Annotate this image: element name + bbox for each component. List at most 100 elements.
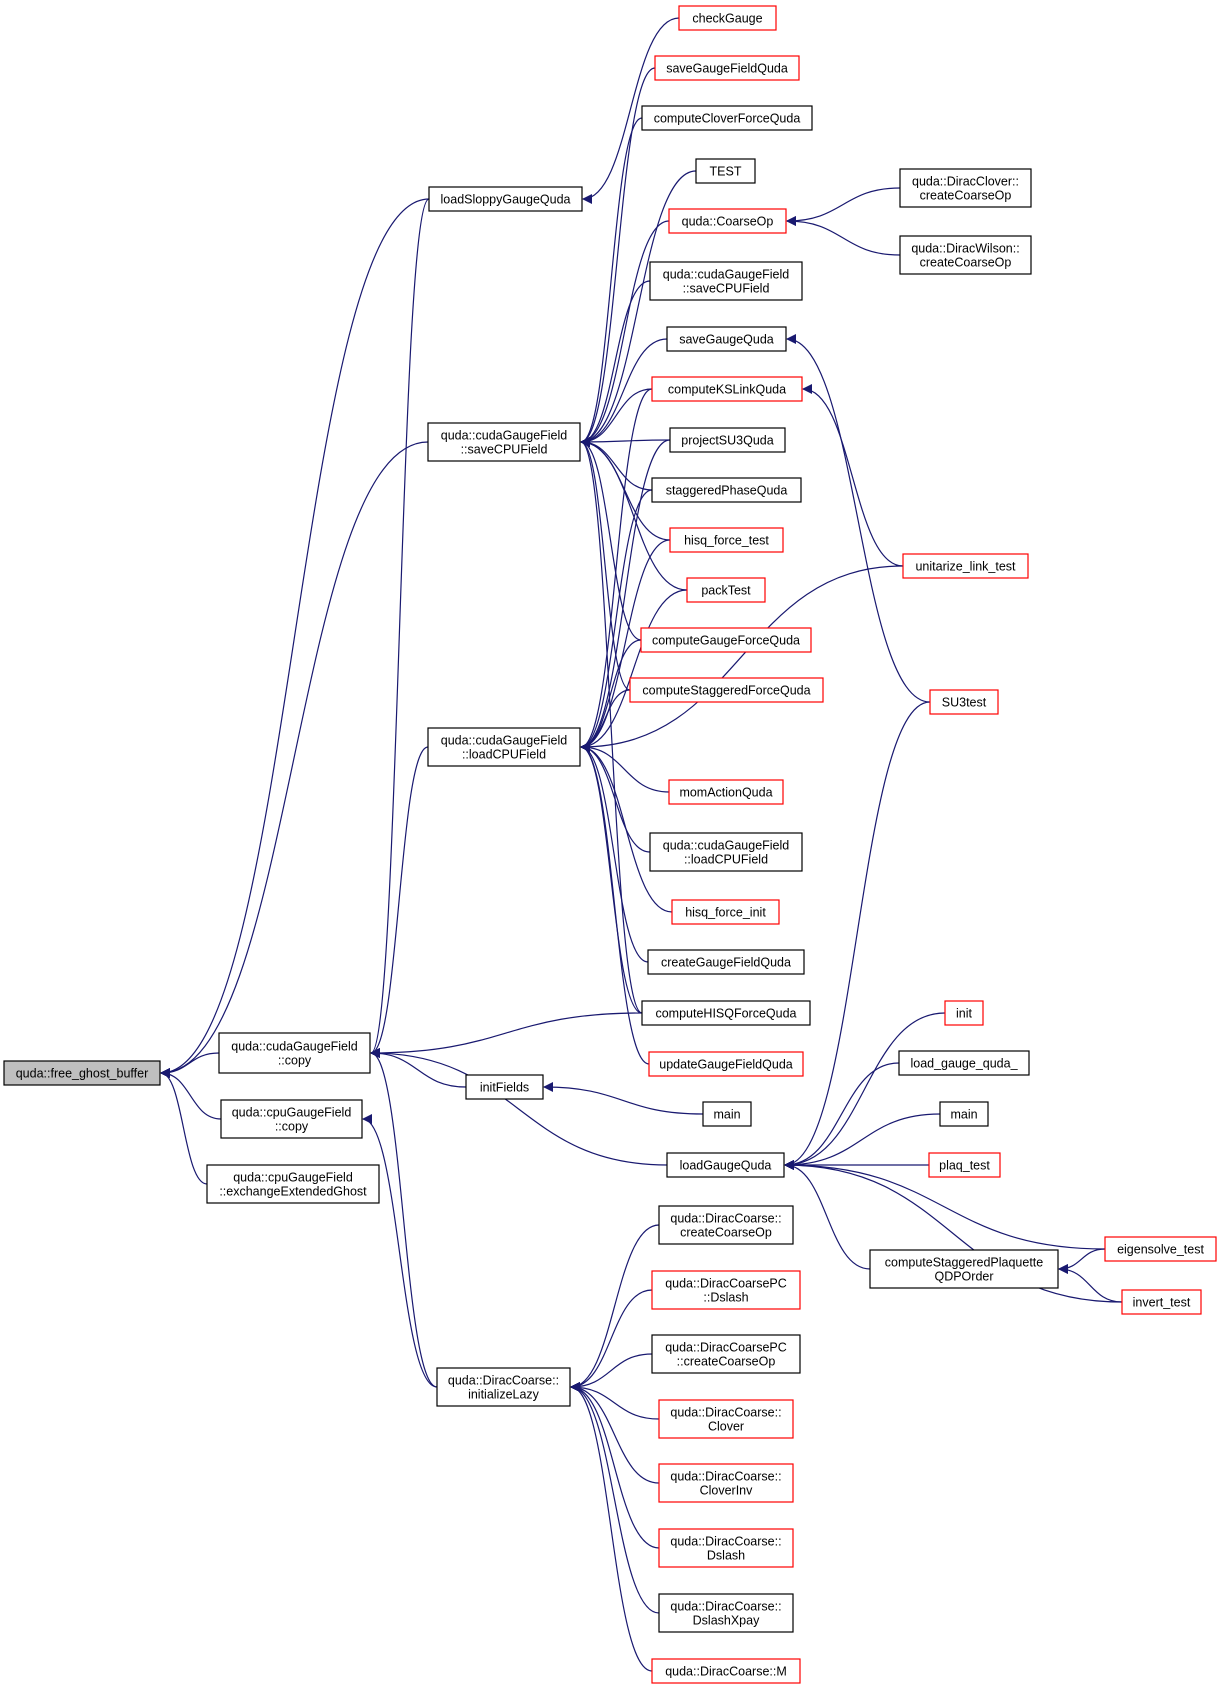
node-box [1104, 1236, 1217, 1262]
node-label: loadSloppyGaugeQuda [441, 193, 571, 207]
node-cuda-loadcpu2[interactable]: quda::cudaGaugeField::loadCPUField [649, 832, 803, 872]
node-savegaugefield[interactable]: saveGaugeFieldQuda [654, 55, 800, 81]
node-computehisq[interactable]: computeHISQForceQuda [641, 1000, 811, 1026]
node-box [649, 832, 803, 872]
node-dc-dslashxpay[interactable]: quda::DiracCoarse::DslashXpay [658, 1593, 794, 1633]
node-loadgaugequda-[interactable]: load_gauge_quda_ [898, 1050, 1030, 1076]
node-free-ghost-buffer[interactable]: quda::free_ghost_buffer [3, 1060, 161, 1086]
node-box [658, 1399, 794, 1439]
edge-init-to-loadGauge [784, 1012, 946, 1170]
edge-cuda_loadCPU-to-cuda_copy [370, 746, 429, 1058]
node-test[interactable]: TEST [695, 158, 756, 184]
node-hisqforcetest[interactable]: hisq_force_test [669, 527, 784, 553]
node-dc-clover[interactable]: quda::DiracCoarse::Clover [658, 1399, 794, 1439]
edge-computeKS-to-cuda_loadCPU [580, 388, 653, 752]
node-box [654, 55, 800, 81]
node-label: ::copy [278, 1054, 312, 1068]
node-loadsloppy[interactable]: loadSloppyGaugeQuda [428, 186, 583, 212]
node-projectsu3[interactable]: projectSU3Quda [669, 427, 786, 453]
node-dc-initlazy[interactable]: quda::DiracCoarse::initializeLazy [436, 1367, 571, 1407]
node-label: quda::free_ghost_buffer [16, 1067, 149, 1081]
node-unitarize[interactable]: unitarize_link_test [902, 553, 1029, 579]
node-label: ::copy [275, 1120, 309, 1134]
node-checkgauge[interactable]: checkGauge [678, 5, 777, 31]
node-diracwilson-cco[interactable]: quda::DiracWilson::createCoarseOp [899, 235, 1032, 275]
node-dc-createcoarseop[interactable]: quda::DiracCoarse::createCoarseOp [658, 1205, 794, 1245]
node-creategaugefield[interactable]: createGaugeFieldQuda [647, 949, 805, 975]
node-box [695, 158, 756, 184]
node-dcpc-createcoarseop[interactable]: quda::DiracCoarsePC::createCoarseOp [651, 1334, 801, 1374]
node-momaction[interactable]: momActionQuda [668, 779, 784, 805]
node-cpu-exchange[interactable]: quda::cpuGaugeField::exchangeExtendedGho… [206, 1164, 380, 1204]
node-label: eigensolve_test [1117, 1243, 1204, 1257]
node-box [944, 1000, 984, 1026]
node-main1[interactable]: main [702, 1101, 752, 1127]
node-initfields[interactable]: initFields [465, 1074, 544, 1100]
edge-saveGaugeField-to-cuda_saveCPU [580, 67, 656, 447]
node-box [668, 208, 787, 234]
node-box [898, 1050, 1030, 1076]
node-box [899, 168, 1032, 208]
node-cuda-savecpu[interactable]: quda::cudaGaugeField::saveCPUField [427, 422, 581, 462]
node-box [899, 235, 1032, 275]
node-inverttest[interactable]: invert_test [1121, 1289, 1202, 1315]
edge-computeHISQ-to-cuda_copy [370, 1012, 643, 1058]
edge-cuda_loadCPU2-to-cuda_loadCPU [580, 742, 651, 853]
node-updategaugefield[interactable]: updateGaugeFieldQuda [648, 1051, 804, 1077]
node-cpu-copy[interactable]: quda::cpuGaugeField::copy [220, 1099, 363, 1139]
node-coarseop[interactable]: quda::CoarseOp [668, 208, 787, 234]
edge-computeGaugeForce-to-cuda_saveCPU [580, 437, 642, 641]
node-label: invert_test [1133, 1296, 1191, 1310]
node-cuda-loadcpu[interactable]: quda::cudaGaugeField::loadCPUField [427, 727, 581, 767]
node-cuda-savecpu2[interactable]: quda::cudaGaugeField::saveCPUField [649, 261, 803, 301]
node-label: quda::DiracCoarse::M [665, 1665, 787, 1679]
node-savegauge[interactable]: saveGaugeQuda [666, 326, 787, 352]
node-label: quda::cudaGaugeField [441, 429, 568, 443]
node-label: init [956, 1007, 973, 1021]
node-eigensolve[interactable]: eigensolve_test [1104, 1236, 1217, 1262]
node-label: hisq_force_init [685, 906, 766, 920]
node-label: momActionQuda [679, 786, 772, 800]
node-label: initializeLazy [468, 1388, 540, 1402]
node-box [678, 5, 777, 31]
node-dc-dslash[interactable]: quda::DiracCoarse::Dslash [658, 1528, 794, 1568]
node-dc-m[interactable]: quda::DiracCoarse::M [651, 1658, 801, 1684]
edge-dcpc_dslash-to-dc_initLazy [570, 1289, 653, 1392]
node-plaqtest[interactable]: plaq_test [928, 1152, 1001, 1178]
node-computeclover[interactable]: computeCloverForceQuda [641, 105, 813, 131]
node-packtest[interactable]: packTest [686, 577, 766, 603]
node-main2[interactable]: main [939, 1101, 989, 1127]
edge-projectSU3-to-cuda_loadCPU [580, 439, 671, 752]
edge-momAction-to-cuda_loadCPU [580, 742, 670, 793]
node-label: computeHISQForceQuda [655, 1007, 796, 1021]
node-label: computeStaggeredPlaquette [885, 1256, 1043, 1270]
node-label: createCoarseOp [920, 256, 1012, 270]
node-computegaugeforce[interactable]: computeGaugeForceQuda [640, 627, 812, 653]
node-label: quda::cudaGaugeField [663, 839, 790, 853]
node-label: quda::DiracClover:: [912, 175, 1019, 189]
node-diracclover-cco[interactable]: quda::DiracClover::createCoarseOp [899, 168, 1032, 208]
node-dcpc-dslash[interactable]: quda::DiracCoarsePC::Dslash [651, 1270, 801, 1310]
node-cuda-copy[interactable]: quda::cudaGaugeField::copy [218, 1032, 371, 1074]
edge-eigensolve-to-loadGauge [784, 1160, 1106, 1250]
node-box [649, 261, 803, 301]
edge-dc_dslash-to-dc_initLazy [570, 1382, 660, 1549]
node-computeks[interactable]: computeKSLinkQuda [651, 376, 803, 402]
node-box [427, 422, 581, 462]
node-label: load_gauge_quda_ [910, 1057, 1018, 1071]
node-label: saveGaugeFieldQuda [666, 62, 788, 76]
node-init[interactable]: init [944, 1000, 984, 1026]
node-dc-cloverinv[interactable]: quda::DiracCoarse::CloverInv [658, 1463, 794, 1503]
node-stagphase[interactable]: staggeredPhaseQuda [651, 477, 802, 503]
node-box [651, 1270, 801, 1310]
node-computestagforce[interactable]: computeStaggeredForceQuda [629, 677, 824, 703]
edge-SU3test-to-loadGauge [784, 701, 931, 1170]
node-su3test[interactable]: SU3test [929, 689, 999, 715]
node-label: SU3test [942, 696, 987, 710]
edge-loadGaugeQuda_-to-loadGauge [784, 1062, 900, 1170]
node-label: TEST [710, 165, 742, 179]
node-hisqforceinit[interactable]: hisq_force_init [671, 899, 780, 925]
node-loadgauge[interactable]: loadGaugeQuda [666, 1152, 785, 1178]
